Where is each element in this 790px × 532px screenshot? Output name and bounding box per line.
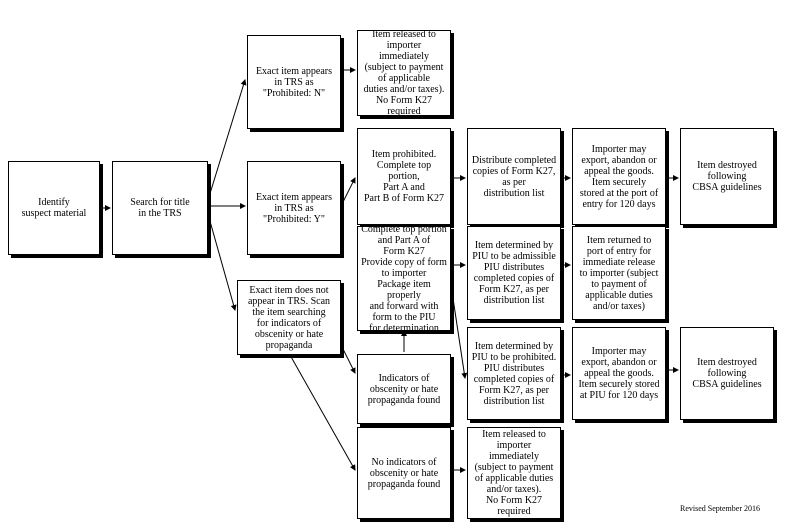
- piu-prohibited-box: Item determined by PIU to be prohibited.…: [467, 327, 561, 420]
- prohibited-n-box: Exact item appears in TRS as "Prohibited…: [247, 35, 341, 129]
- importer-export-piu-box: Importer may export, abandon or appeal t…: [572, 327, 666, 420]
- indicators-found-box: Indicators of obscenity or hate propagan…: [357, 354, 451, 424]
- complete-forward-piu-box: Complete top portion and Part A of Form …: [357, 224, 451, 334]
- item-prohibited-box: Item prohibited. Complete top portion, P…: [357, 128, 451, 225]
- item-returned-box: Item returned to port of entry for immed…: [572, 226, 666, 320]
- arrow-complete-piprohibited: [450, 284, 468, 379]
- destroyed-bottom-box: Item destroyed following CBSA guidelines: [680, 327, 774, 420]
- arrow-y-prohibited: [340, 177, 356, 207]
- arrow-notappear-indicators: [340, 344, 356, 374]
- identify-suspect-material-box: Identify suspect material: [8, 161, 100, 255]
- piu-admissible-box: Item determined by PIU to be admissible …: [467, 226, 561, 320]
- no-indicators-box: No indicators of obscenity or hate propa…: [357, 427, 451, 519]
- importer-export-port-box: Importer may export, abandon or appeal t…: [572, 128, 666, 225]
- destroyed-top-box: Item destroyed following CBSA guidelines: [680, 128, 774, 225]
- revised-date-note: Revised September 2016: [680, 504, 760, 513]
- arrow-search-n: [207, 79, 247, 201]
- search-trs-box: Search for title in the TRS: [112, 161, 208, 255]
- released-immediately-top-box: Item released to importer immediately (s…: [357, 29, 451, 117]
- released-immediately-bottom-box: Item released to importer immediately (s…: [467, 427, 561, 519]
- arrow-search-notappear: [207, 213, 237, 311]
- not-appear-scan-box: Exact item does not appear in TRS. Scan …: [237, 280, 341, 355]
- arrow-notappear-noindicators: [289, 354, 356, 471]
- prohibited-y-box: Exact item appears in TRS as "Prohibited…: [247, 161, 341, 255]
- distribute-copies-box: Distribute completed copies of Form K27,…: [467, 128, 561, 225]
